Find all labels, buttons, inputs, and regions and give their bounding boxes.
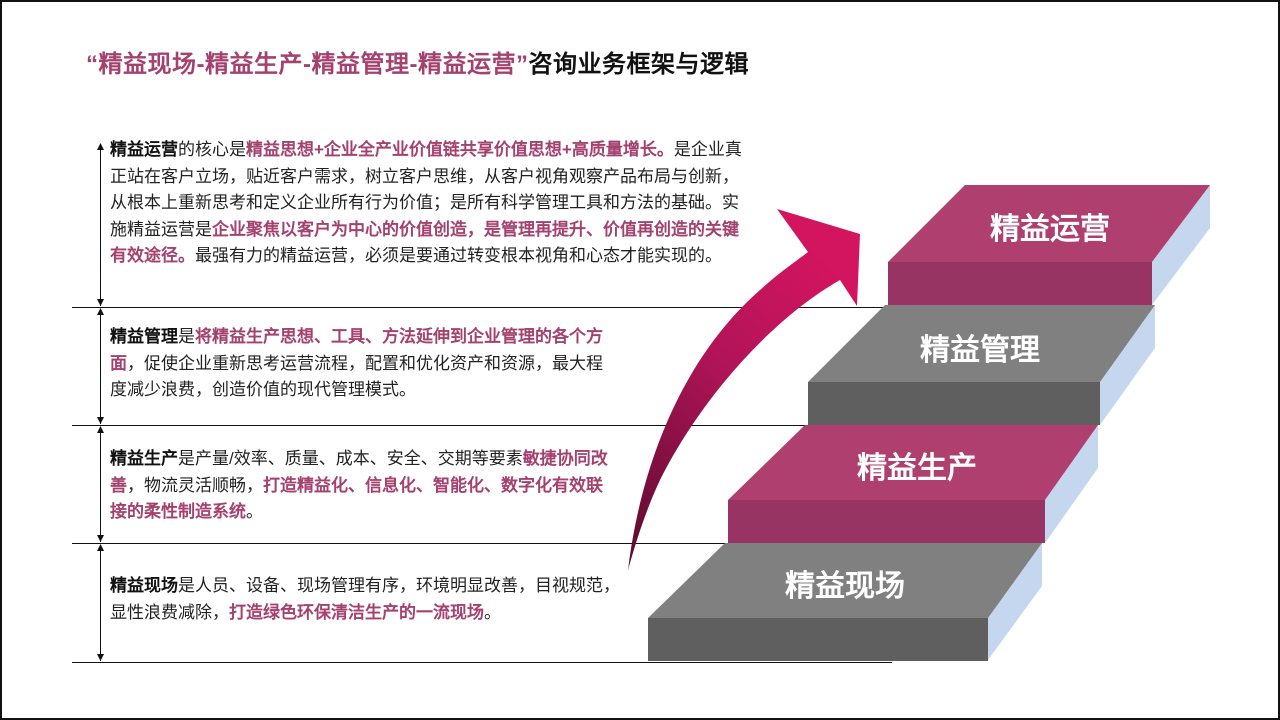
step-label-lean-management: 精益管理 <box>920 334 1040 367</box>
text: 是企业真正站在客户立场，贴近客户需求，树立客户思维，从客户视角观察产品布局与创新… <box>110 140 742 239</box>
dimension-arrows <box>97 143 104 661</box>
divider-line <box>72 543 732 544</box>
text: 是产量/效率、质量、成本、安全、交期等要素 <box>178 449 523 468</box>
divider-line <box>72 425 812 426</box>
desc-lean-site: 精益现场是人员、设备、现场管理有序，环境明显改善，目视规范，显性浪费减除，打造绿… <box>110 573 625 626</box>
highlight-text: 打造绿色环保清洁生产的一流现场 <box>229 602 484 622</box>
step-label-lean-operation: 精益运营 <box>990 213 1110 246</box>
text: 。 <box>246 502 263 521</box>
highlight-text: 敏捷协同改善 <box>110 449 608 495</box>
term: 精益生产 <box>110 449 178 468</box>
growth-arrow-icon <box>628 209 860 570</box>
divider-line <box>72 307 892 308</box>
text: 是人员、设备、现场管理有序，环境明显改善，目视规范，显性浪费减除， <box>110 576 620 622</box>
term: 精益管理 <box>110 327 178 346</box>
step-lean-management <box>808 305 1155 425</box>
text: 。 <box>484 602 501 622</box>
step-label-lean-production: 精益生产 <box>857 452 977 485</box>
desc-lean-production: 精益生产是产量/效率、质量、成本、安全、交期等要素敏捷协同改善，物流灵活顺畅，打… <box>110 446 615 526</box>
text: 是 <box>178 327 195 346</box>
highlight-text: 打造精益化、信息化、智能化、数字化有效联接的柔性制造系统 <box>110 475 603 522</box>
step-label-lean-site: 精益现场 <box>785 570 905 603</box>
text: ，促使企业重新思考运营流程，配置和优化资产和资源，最大程度减少浪费，创造价值的现… <box>110 353 603 400</box>
desc-lean-operation: 精益运营的核心是精益思想+企业全产业价值链共享价值思想+高质量增长。是企业真正站… <box>110 137 752 270</box>
highlight-text: 企业聚焦以客户为中心的价值创造，是管理再提升、价值再创造的关键有效途径。 <box>110 219 739 266</box>
text: 最强有力的精益运营，必须是要通过转变根本视角和心态才能实现的。 <box>195 246 722 265</box>
step-lean-operation <box>888 185 1210 305</box>
divider-line <box>72 662 892 663</box>
term: 精益运营 <box>110 140 178 159</box>
title-highlight: “精益现场-精益生产-精益管理-精益运营” <box>86 51 529 78</box>
term: 精益现场 <box>110 576 178 595</box>
desc-lean-management: 精益管理是将精益生产思想、工具、方法延伸到企业管理的各个方面，促使企业重新思考运… <box>110 324 605 404</box>
text: 的核心是 <box>178 140 246 159</box>
highlight-text: 精益思想+企业全产业价值链共享价值思想+高质量增长。 <box>246 140 674 159</box>
page-title: “精益现场-精益生产-精益管理-精益运营”咨询业务框架与逻辑 <box>86 44 749 79</box>
title-rest: 咨询业务框架与逻辑 <box>528 51 749 78</box>
text: ，物流灵活顺畅， <box>127 475 263 495</box>
step-lean-production <box>728 425 1098 543</box>
step-lean-site <box>648 543 1042 661</box>
highlight-text: 将精益生产思想、工具、方法延伸到企业管理的各个方面 <box>110 327 603 373</box>
